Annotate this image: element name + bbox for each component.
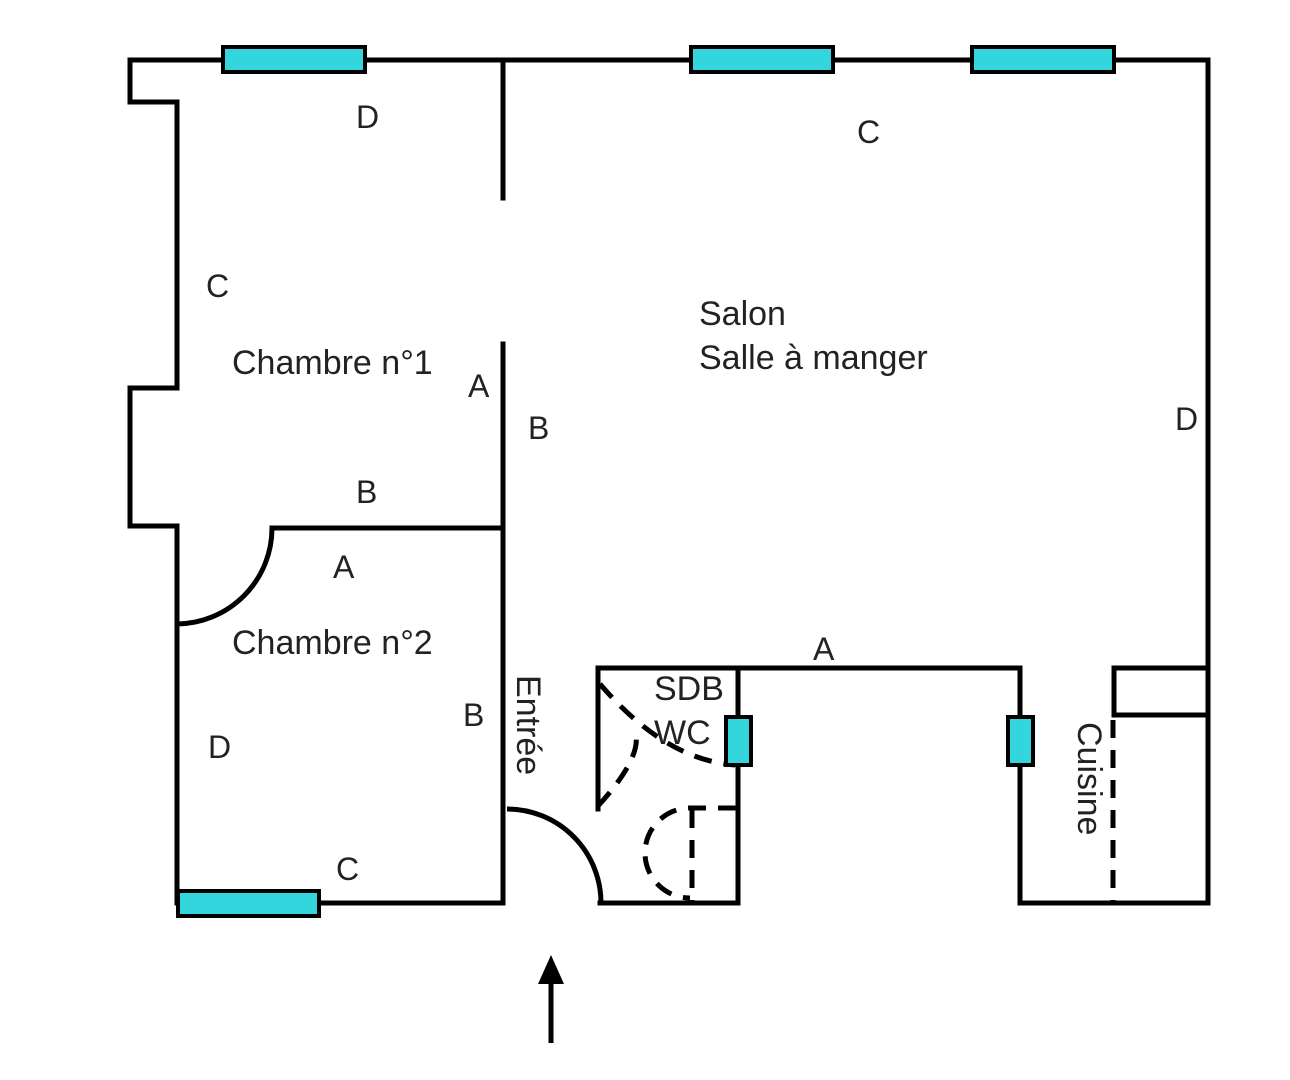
room-label-entree: Entrée bbox=[509, 675, 547, 775]
window-bedroom2 bbox=[176, 889, 321, 918]
window-salon-right bbox=[970, 45, 1116, 74]
window-hall bbox=[1006, 715, 1035, 767]
doors bbox=[176, 527, 1116, 904]
wall-label-ch2-left: D bbox=[208, 729, 231, 765]
entry-door-swing bbox=[506, 806, 604, 904]
room-label-salon: Salon bbox=[699, 295, 786, 333]
wall-label-salon-left: B bbox=[528, 410, 549, 446]
bedroom2-door-swing bbox=[176, 527, 275, 627]
kitchen-counter bbox=[1111, 665, 1211, 718]
wall-label-salon-top: C bbox=[857, 114, 880, 150]
interior-walls bbox=[269, 57, 1211, 906]
window-bedroom1 bbox=[221, 45, 367, 74]
left-exterior-wall bbox=[127, 57, 506, 906]
wall-label-ch1-right: A bbox=[468, 368, 490, 404]
window-bathroom bbox=[724, 715, 753, 767]
exterior-walls bbox=[127, 57, 1211, 906]
wall-label-ch2-top: A bbox=[333, 549, 355, 585]
windows bbox=[176, 45, 1116, 918]
room-label-salle-a-manger: Salle à manger bbox=[699, 339, 928, 377]
wall-label-ch1-bottom: B bbox=[356, 474, 377, 510]
bathroom-wall bbox=[595, 665, 1023, 906]
window-salon-left bbox=[689, 45, 835, 74]
wall-label-salon-bottom: A bbox=[813, 631, 835, 667]
wall-label-ch2-right: B bbox=[463, 697, 484, 733]
room-label-cuisine: Cuisine bbox=[1070, 722, 1108, 835]
arrow-up-icon bbox=[538, 955, 564, 1043]
bathroom-door-leaf bbox=[596, 734, 639, 808]
wall-label-ch1-left: C bbox=[206, 268, 229, 304]
wall-label-ch2-bottom: C bbox=[336, 851, 359, 887]
wall-label-salon-right: D bbox=[1175, 401, 1198, 437]
room-label-sdb: SDB bbox=[654, 670, 724, 708]
room-label-wc: WC bbox=[654, 714, 711, 752]
room-label-chambre2: Chambre n°2 bbox=[232, 624, 433, 662]
wall-label-ch1-top: D bbox=[356, 99, 379, 135]
room-label-chambre1: Chambre n°1 bbox=[232, 344, 433, 382]
wc-door-swing bbox=[642, 805, 736, 901]
top-exterior-wall bbox=[127, 57, 1211, 906]
